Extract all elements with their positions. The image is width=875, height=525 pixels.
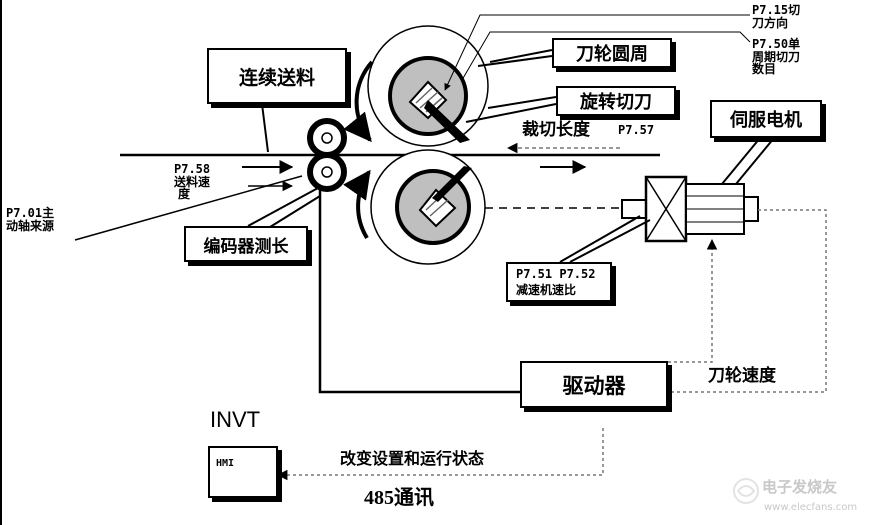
driver-to-motor-line xyxy=(668,238,718,363)
pointer-feed-box xyxy=(261,103,269,153)
watermark-logo xyxy=(733,478,759,504)
bottom-knife-wheel xyxy=(343,149,486,265)
reducer-ratio-box: P7.51 P7.52 减速机速比 xyxy=(506,262,612,302)
knife-circumference-label: 刀轮圆周 xyxy=(576,44,648,65)
hmi-label: HMI xyxy=(216,458,235,469)
servo-motor-box: 伺服电机 xyxy=(710,100,822,138)
pointer-circumference-1 xyxy=(489,49,553,63)
main-axis-label: P7.01主 动轴来源 xyxy=(6,206,55,233)
watermark-text: 电子发烧友 xyxy=(762,478,838,496)
feed-speed-label: P7.58 送料速 度 xyxy=(174,162,211,202)
cut-length-label: 裁切长度 xyxy=(522,120,590,140)
rotary-cutter-label: 旋转切刀 xyxy=(580,92,652,113)
watermark-url: www.elecfans.com xyxy=(764,502,858,513)
pointer-main-axis xyxy=(74,175,303,241)
motor-feedback-line xyxy=(668,209,827,393)
change-settings-label: 改变设置和运行状态 xyxy=(340,449,485,468)
pointer-servo-2 xyxy=(735,137,775,185)
hmi-box: HMI xyxy=(208,446,278,498)
encoder-signal-line xyxy=(318,190,520,394)
rotary-cutter-box: 旋转切刀 xyxy=(556,86,676,116)
encoder-measure-box: 编码器测长 xyxy=(184,226,308,262)
encoder-rollers xyxy=(307,118,347,192)
pointer-cuts-per-cycle xyxy=(461,31,751,81)
reducer-ratio-label: 减速机速比 xyxy=(516,282,577,297)
frame-left-edge xyxy=(0,0,2,525)
top-knife-wheel xyxy=(343,25,489,147)
pointer-encoder-1 xyxy=(247,187,319,227)
comm-485-label: 485通讯 xyxy=(364,487,434,509)
knife-speed-label: 刀轮速度 xyxy=(708,366,776,386)
cuts-per-cycle-label: P7.50单 周期切刀 数目 xyxy=(752,37,801,77)
reducer-params-label: P7.51 P7.52 xyxy=(516,266,596,281)
pointer-cutter-2 xyxy=(465,103,557,123)
pointer-circumference-2 xyxy=(477,55,553,67)
pointer-servo-1 xyxy=(721,137,761,185)
driver-label: 驱动器 xyxy=(562,373,626,398)
continuous-feed-box: 连续送料 xyxy=(207,48,347,104)
vendor-label: INVT xyxy=(210,407,261,432)
cut-length-param: P7.57 xyxy=(618,123,655,137)
servo-motor-assembly xyxy=(621,175,759,243)
knife-circumference-box: 刀轮圆周 xyxy=(552,38,672,68)
cut-direction-label: P7.15切 刀方向 xyxy=(752,3,801,30)
encoder-measure-label: 编码器测长 xyxy=(203,236,289,257)
continuous-feed-label: 连续送料 xyxy=(238,66,315,89)
servo-motor-label: 伺服电机 xyxy=(730,110,802,131)
pointer-cutter-1 xyxy=(487,96,557,109)
pointer-cut-direction xyxy=(444,14,750,91)
driver-box: 驱动器 xyxy=(520,361,668,408)
pointer-reducer-2 xyxy=(569,219,651,263)
pointer-reducer-1 xyxy=(559,215,641,263)
